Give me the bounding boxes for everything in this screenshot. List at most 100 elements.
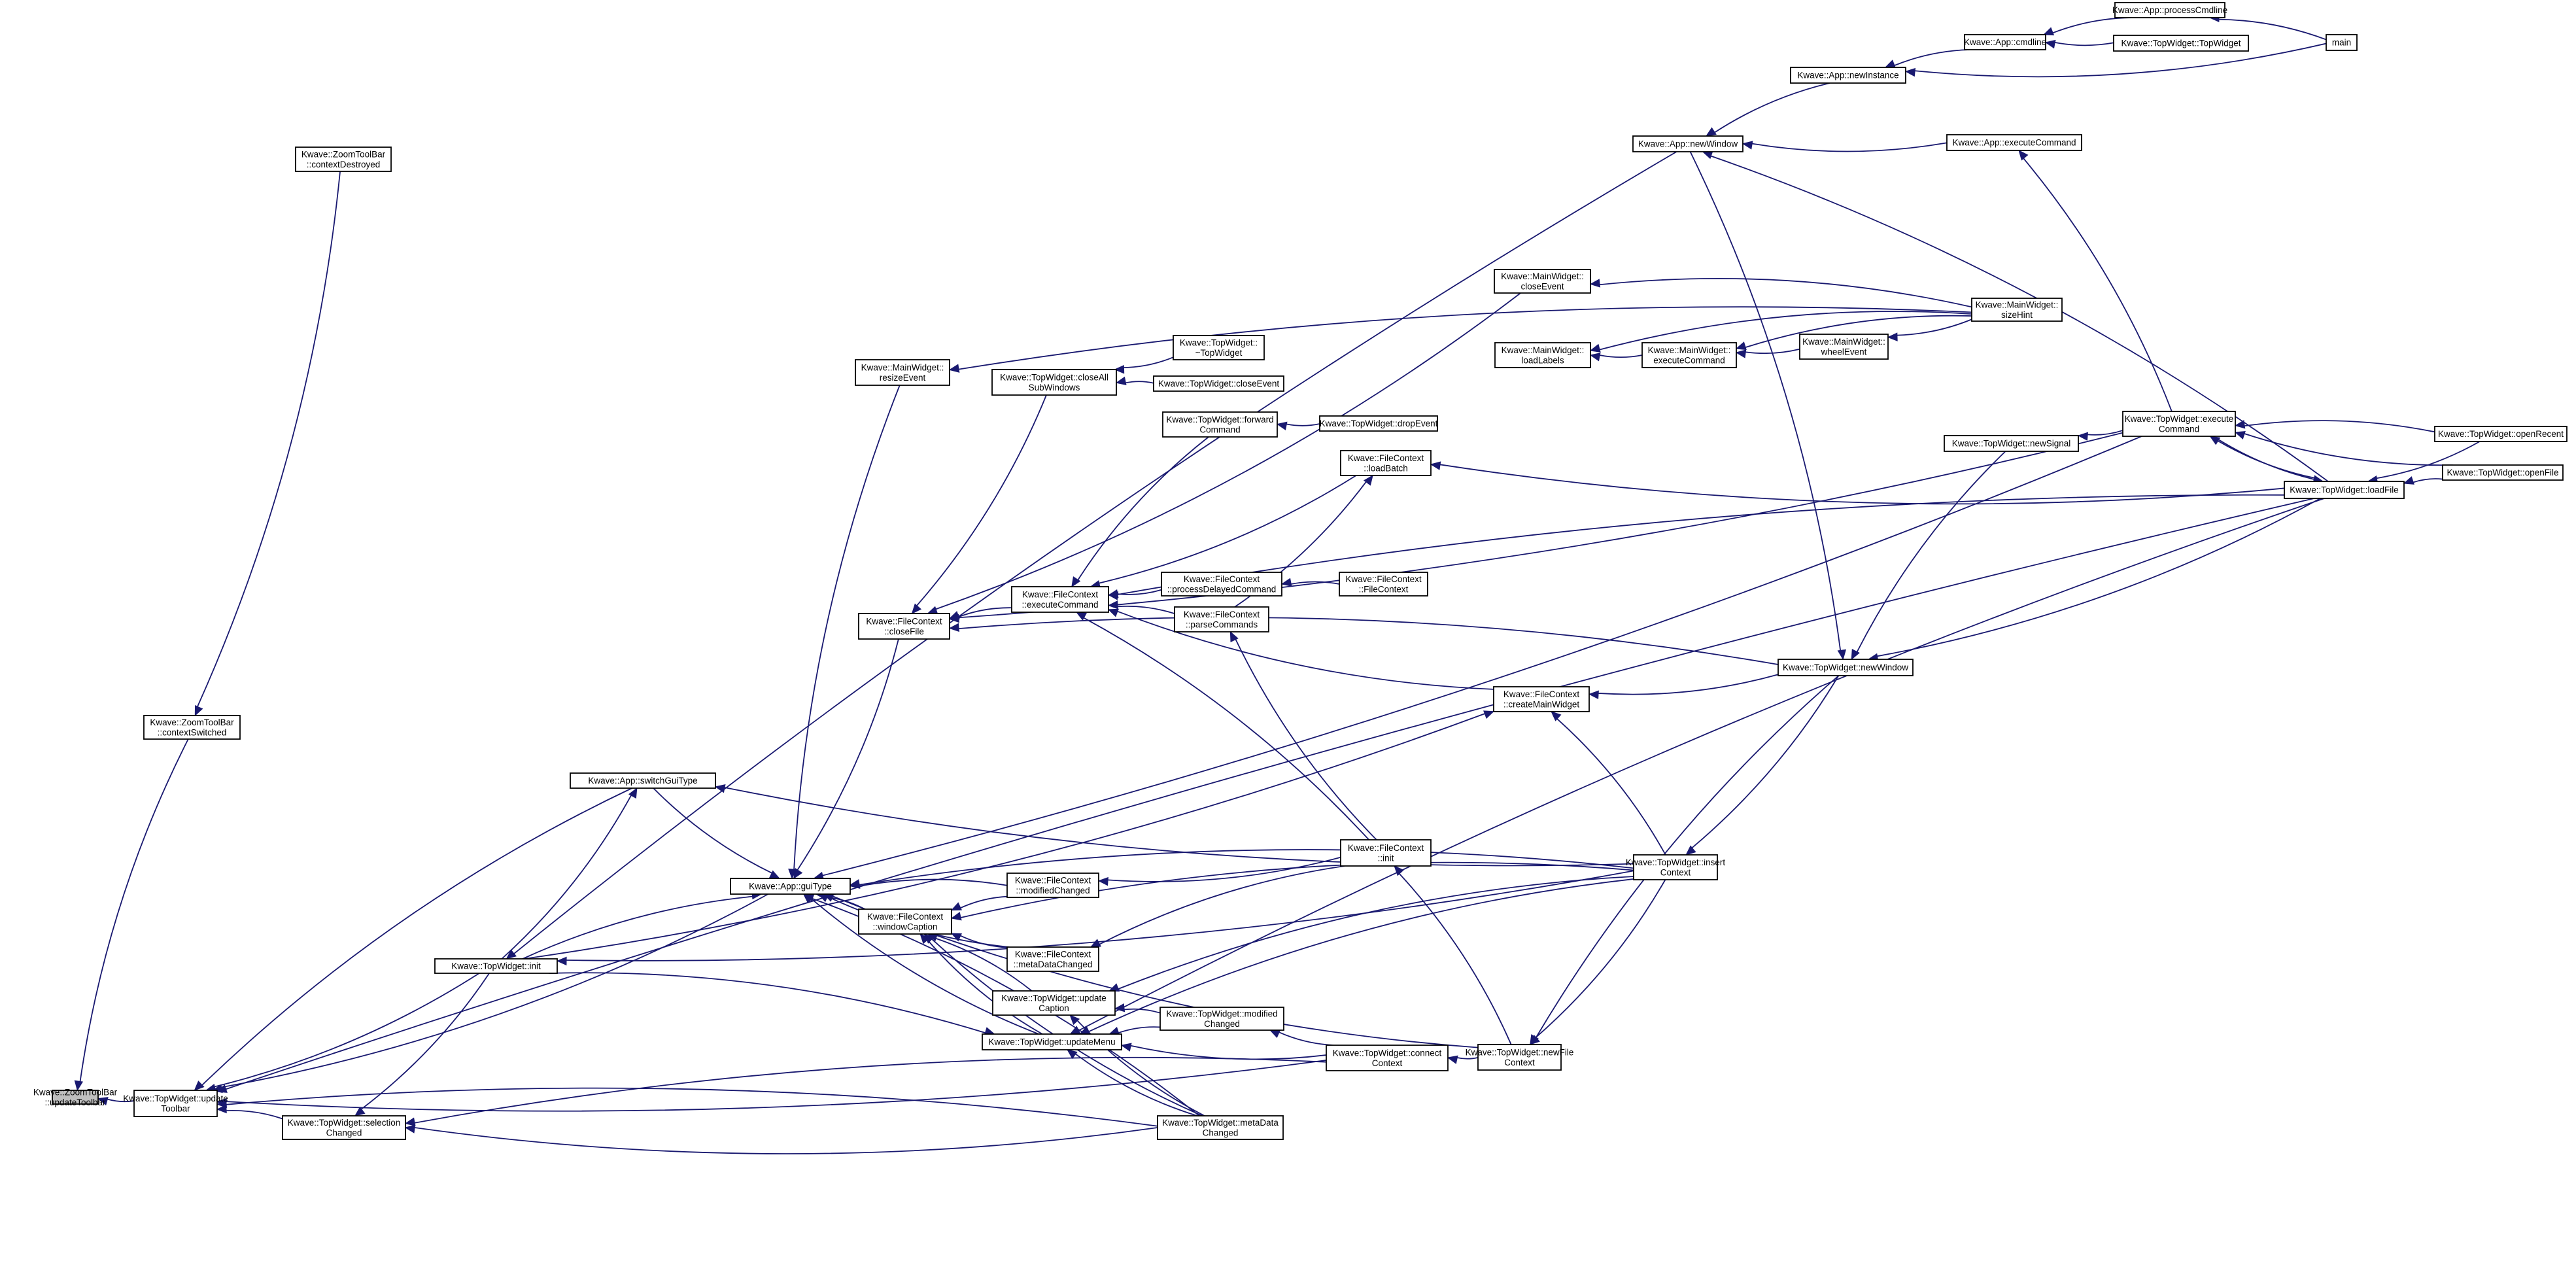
arrowhead bbox=[1394, 865, 1404, 876]
node-kwave-app-switchguitype[interactable]: Kwave::App::switchGuiType bbox=[570, 772, 716, 789]
node-box bbox=[1493, 686, 1590, 712]
node-label: Changed bbox=[1204, 1019, 1240, 1029]
node-kwave-topwidget-dropevent[interactable]: Kwave::TopWidget::dropEvent bbox=[1319, 415, 1438, 432]
edge-line bbox=[1877, 498, 2321, 657]
arrowhead bbox=[1107, 600, 1118, 610]
node-kwave-topwidget-loadfile[interactable]: Kwave::TopWidget::loadFile bbox=[2284, 481, 2405, 499]
node-label: ::contextSwitched bbox=[158, 727, 227, 737]
node-kwave-topwidget-update-toolbar[interactable]: Kwave::TopWidget::updateToolbar bbox=[123, 1090, 228, 1117]
edge-line bbox=[1117, 606, 1175, 614]
node-kwave-topwidget-modified-changed[interactable]: Kwave::TopWidget::modifiedChanged bbox=[1159, 1007, 1284, 1031]
node-kwave-filecontext-windowcaption[interactable]: Kwave::FileContext::windowCaption bbox=[858, 908, 952, 935]
edge-kwave-topwidget-connect-context-to-kwave-topwidget-modified-changed bbox=[1269, 1029, 1333, 1046]
edge-kwave-mainwidget-sizehint-to-kwave-mainwidget-executecommand bbox=[1735, 315, 1972, 351]
edge-kwave-topwidget-loadfile-to-kwave-filecontext-executecommand bbox=[1107, 494, 2285, 598]
edge-line bbox=[1235, 639, 1377, 840]
node-box bbox=[1174, 606, 1269, 632]
node-label: Kwave::App::guiType bbox=[749, 882, 832, 891]
node-box bbox=[2326, 34, 2358, 51]
node-label: ::updateToolbar bbox=[44, 1098, 106, 1107]
edge-kwave-topwidget-loadfile-to-kwave-topwidget-execute-command bbox=[2209, 436, 2324, 482]
node-kwave-topwidget-topwidget[interactable]: Kwave::TopWidget::TopWidget bbox=[2113, 35, 2249, 52]
edge-kwave-topwidget-selection-changed-to-kwave-topwidget-update-toolbar bbox=[216, 1104, 283, 1120]
edge-kwave-mainwidget-wheelevent-to-kwave-mainwidget-executecommand bbox=[1735, 348, 1800, 358]
arrowhead bbox=[1229, 631, 1239, 642]
arrowhead bbox=[97, 1097, 109, 1106]
arrowhead bbox=[1430, 461, 1441, 470]
node-kwave-topwidget-init[interactable]: Kwave::TopWidget::init bbox=[434, 958, 558, 974]
node-kwave-filecontext-parsecommands[interactable]: Kwave::FileContext::parseCommands bbox=[1174, 606, 1269, 632]
node-box bbox=[982, 1033, 1122, 1050]
node-kwave-topwidget-metadata-changed[interactable]: Kwave::TopWidget::metaDataChanged bbox=[1157, 1115, 1284, 1140]
edge-kwave-topwidget-insert-context-to-kwave-topwidget-init bbox=[556, 870, 1634, 966]
node-kwave-topwidget-topwidget[interactable]: Kwave::TopWidget::~TopWidget bbox=[1173, 335, 1265, 360]
arrowhead bbox=[1904, 67, 1916, 77]
arrowhead bbox=[950, 933, 962, 942]
node-kwave-mainwidget-wheelevent[interactable]: Kwave::MainWidget::wheelEvent bbox=[1799, 334, 1889, 360]
node-kwave-app-newinstance[interactable]: Kwave::App::newInstance bbox=[1790, 67, 1906, 84]
node-kwave-app-newwindow[interactable]: Kwave::App::newWindow bbox=[1632, 135, 1743, 152]
node-kwave-mainwidget-executecommand[interactable]: Kwave::MainWidget::executeCommand bbox=[1641, 342, 1737, 368]
node-kwave-filecontext-createmainwidget[interactable]: Kwave::FileContext::createMainWidget bbox=[1493, 686, 1590, 712]
node-box bbox=[1944, 435, 2079, 452]
edge-line bbox=[1556, 718, 1666, 856]
node-kwave-app-guitype[interactable]: Kwave::App::guiType bbox=[730, 878, 851, 895]
node-label: ::processDelayedCommand bbox=[1167, 584, 1277, 594]
edge-line bbox=[1399, 873, 1512, 1045]
node-label: Kwave::ZoomToolBar bbox=[33, 1087, 118, 1097]
node-kwave-mainwidget-loadlabels[interactable]: Kwave::MainWidget::loadLabels bbox=[1494, 342, 1591, 368]
node-label: Kwave::FileContext bbox=[1348, 843, 1424, 853]
node-kwave-topwidget-execute-command[interactable]: Kwave::TopWidget::executeCommand bbox=[2122, 411, 2236, 437]
node-kwave-topwidget-newsignal[interactable]: Kwave::TopWidget::newSignal bbox=[1944, 435, 2079, 452]
node-kwave-app-cmdline[interactable]: Kwave::App::cmdline bbox=[1964, 34, 2046, 50]
edge-line bbox=[1088, 878, 1634, 1033]
edge-kwave-topwidget-newsignal-to-kwave-topwidget-newwindow bbox=[1851, 451, 2006, 661]
node-kwave-mainwidget-closeevent[interactable]: Kwave::MainWidget::closeEvent bbox=[1494, 269, 1591, 294]
node-label: Kwave::TopWidget::selection bbox=[288, 1118, 401, 1128]
node-kwave-topwidget-closeevent[interactable]: Kwave::TopWidget::closeEvent bbox=[1153, 375, 1284, 392]
node-box bbox=[570, 772, 716, 789]
node-label: Kwave::TopWidget::newFile bbox=[1466, 1047, 1574, 1057]
node-kwave-filecontext-metadatachanged[interactable]: Kwave::FileContext::metaDataChanged bbox=[1006, 946, 1099, 972]
edge-line bbox=[226, 1087, 1158, 1127]
node-label: Kwave::TopWidget::insert bbox=[1626, 857, 1726, 867]
edge-kwave-topwidget-insert-context-to-kwave-app-switchguitype bbox=[714, 784, 1634, 867]
node-kwave-app-executecommand[interactable]: Kwave::App::executeCommand bbox=[1946, 134, 2082, 151]
node-label: SubWindows bbox=[1029, 383, 1080, 392]
edge-kwave-filecontext-metadatachanged-to-kwave-filecontext-windowcaption bbox=[950, 933, 1008, 948]
node-label: Kwave::MainWidget:: bbox=[1976, 300, 2059, 309]
node-label: ::init bbox=[1378, 853, 1394, 863]
node-kwave-filecontext-init[interactable]: Kwave::FileContext::init bbox=[1340, 839, 1432, 867]
node-kwave-app-processcmdline[interactable]: Kwave::App::processCmdline bbox=[2112, 2, 2227, 18]
node-kwave-zoomtoolbar-contextdestroyed[interactable]: Kwave::ZoomToolBar::contextDestroyed bbox=[295, 147, 392, 172]
node-kwave-topwidget-openfile[interactable]: Kwave::TopWidget::openFile bbox=[2442, 464, 2564, 481]
edge-kwave-app-switchguitype-to-kwave-app-guitype bbox=[653, 787, 780, 879]
node-kwave-mainwidget-sizehint[interactable]: Kwave::MainWidget::sizeHint bbox=[1971, 298, 2063, 322]
node-kwave-zoomtoolbar-updatetoolbar[interactable]: Kwave::ZoomToolBar::updateToolbar bbox=[33, 1087, 118, 1107]
node-kwave-filecontext-closefile[interactable]: Kwave::FileContext::closeFile bbox=[858, 613, 950, 640]
node-kwave-mainwidget-resizeevent[interactable]: Kwave::MainWidget::resizeEvent bbox=[855, 359, 950, 386]
node-kwave-filecontext-processdelayedcommand[interactable]: Kwave::FileContext::processDelayedComman… bbox=[1161, 572, 1282, 597]
node-kwave-zoomtoolbar-contextswitched[interactable]: Kwave::ZoomToolBar::contextSwitched bbox=[143, 715, 241, 740]
node-kwave-topwidget-openrecent[interactable]: Kwave::TopWidget::openRecent bbox=[2434, 426, 2567, 442]
node-kwave-topwidget-updatemenu[interactable]: Kwave::TopWidget::updateMenu bbox=[982, 1033, 1122, 1050]
node-kwave-filecontext-executecommand[interactable]: Kwave::FileContext::executeCommand bbox=[1011, 586, 1109, 613]
edge-line bbox=[793, 385, 901, 870]
edge-line bbox=[2052, 17, 2131, 34]
node-kwave-filecontext-loadbatch[interactable]: Kwave::FileContext::loadBatch bbox=[1340, 450, 1432, 476]
node-kwave-filecontext-modifiedchanged[interactable]: Kwave::FileContext::modifiedChanged bbox=[1006, 873, 1099, 898]
node-main[interactable]: main bbox=[2326, 34, 2358, 51]
node-label: Context bbox=[1372, 1058, 1403, 1068]
node-kwave-filecontext-filecontext[interactable]: Kwave::FileContext::FileContext bbox=[1339, 572, 1428, 597]
edge-line bbox=[1099, 475, 1357, 584]
arrowhead bbox=[2077, 432, 2089, 441]
node-kwave-topwidget-newwindow[interactable]: Kwave::TopWidget::newWindow bbox=[1777, 659, 1914, 676]
node-label: Kwave::FileContext bbox=[1345, 574, 1422, 584]
